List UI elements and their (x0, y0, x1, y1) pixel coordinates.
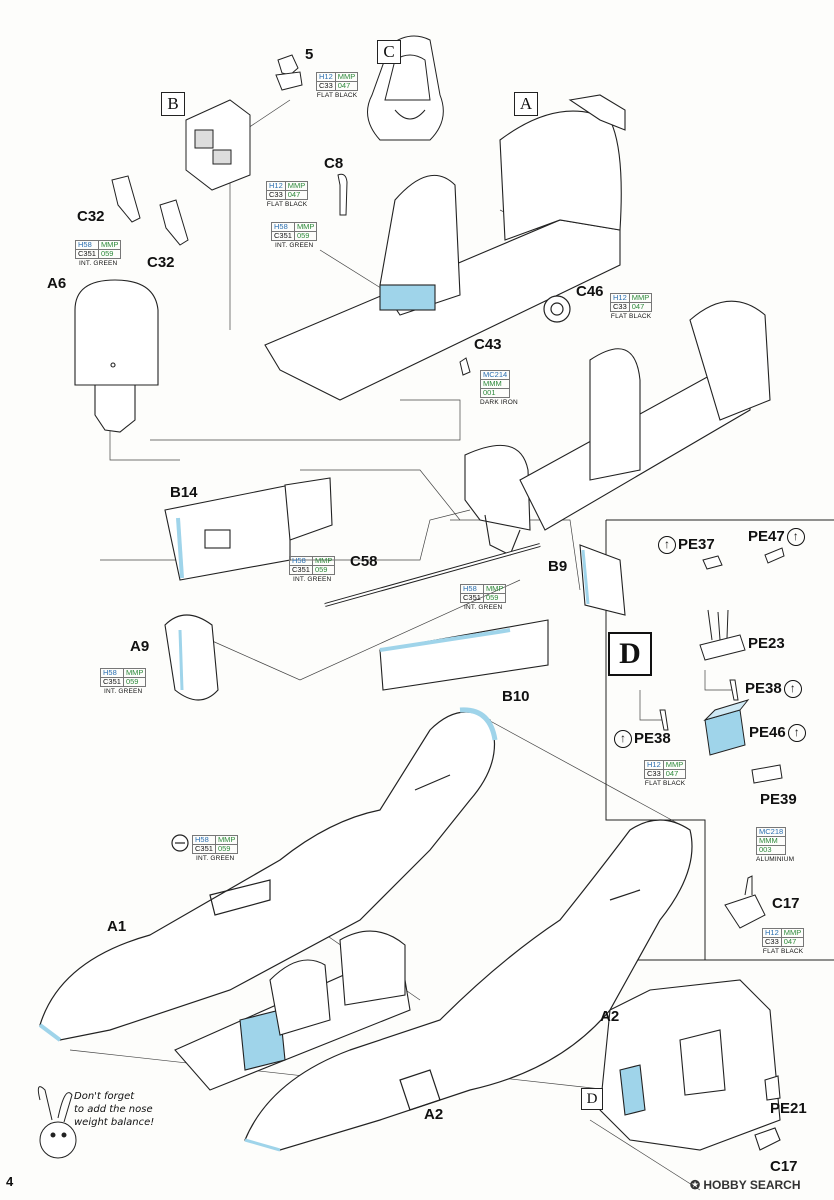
b9-shape (579, 544, 626, 616)
part-label-pe47: PE47↑ (748, 528, 807, 547)
paint-name: DARK IRON (480, 399, 518, 406)
paint-name: FLAT BLACK (266, 201, 308, 208)
section-box-c: C (377, 40, 401, 64)
c8-shape (337, 173, 348, 216)
c43-shape (459, 357, 471, 376)
part-label-b10: B10 (502, 688, 530, 705)
part-label-c17: C17 (772, 895, 800, 912)
paint-name: FLAT BLACK (316, 92, 358, 99)
part-label-pe39: PE39 (760, 791, 797, 808)
part-label-c43: C43 (474, 336, 502, 353)
paint-name: ALUMINIUM (756, 856, 795, 863)
cockpit-tub-lower (464, 300, 771, 556)
paint-name: INT. GREEN (274, 242, 314, 249)
part-label-pe38-left: ↑PE38 (614, 730, 671, 749)
part-label-b9: B9 (548, 558, 568, 575)
watermark-text: HOBBY SEARCH (703, 1178, 801, 1192)
paint-name: INT. GREEN (292, 576, 332, 583)
assembled-cockpit (174, 930, 411, 1091)
up-arrow-icon: ↑ (787, 724, 806, 743)
part-label-5: 5 (305, 46, 314, 63)
nose-weight-note: Don't forget to add the nose weight bala… (74, 1090, 154, 1129)
note-line-3: weight balance! (74, 1117, 155, 1128)
part-label-pe21: PE21 (770, 1100, 807, 1117)
a1-indicator-symbol (171, 834, 189, 852)
up-arrow-icon: ↑ (783, 680, 802, 699)
part-b-shape (185, 99, 251, 191)
paint-name: INT. GREEN (103, 688, 143, 695)
c46-shape (543, 295, 571, 323)
paint-callout-aluminium: MC218 MMM 003 ALUMINIUM (755, 827, 795, 863)
a6-shape (74, 279, 159, 433)
part-label-a2-inset: A2 (600, 1008, 620, 1025)
paint-name: FLAT BLACK (762, 948, 804, 955)
cockpit-tub-upper (264, 94, 626, 401)
up-arrow-icon: ↑ (614, 730, 632, 749)
part-label-c8: C8 (324, 155, 344, 172)
paint-name: INT. GREEN (463, 604, 503, 611)
inset-cockpit (599, 979, 781, 1151)
pe46-text: PE46 (749, 724, 786, 741)
up-arrow-icon: ↑ (786, 528, 805, 547)
part-label-pe46: PE46↑ (749, 724, 808, 743)
note-line-2: to add the nose (74, 1104, 153, 1115)
part-label-a9: A9 (130, 638, 150, 655)
b10-shape (379, 619, 549, 691)
part-label-pe23: PE23 (748, 635, 785, 652)
watermark: ✪ HOBBY SEARCH (690, 1178, 801, 1192)
part-label-a6: A6 (47, 275, 67, 292)
part-label-c17-inset: C17 (770, 1158, 798, 1175)
inset-box-d: D (581, 1088, 603, 1110)
section-box-b: B (161, 92, 185, 116)
paint-name: INT. GREEN (195, 855, 235, 862)
part-label-pe38-right: PE38↑ (745, 680, 804, 699)
section-box-d: D (608, 632, 652, 676)
a1-fuselage (38, 707, 498, 1042)
note-line-1: Don't forget (74, 1091, 135, 1102)
rabbit-mascot (37, 1086, 77, 1159)
d-section-parts (659, 547, 785, 784)
hobby-search-logo-icon: ✪ (690, 1178, 704, 1192)
part-label-a2: A2 (424, 1106, 444, 1123)
part-label-c58: C58 (350, 553, 378, 570)
part-label-c46: C46 (576, 283, 604, 300)
page-number: 4 (6, 1174, 14, 1189)
paint-name: FLAT BLACK (610, 313, 652, 320)
a2-fuselage (244, 819, 693, 1152)
paint-callout-dark-iron: MC214 MMM 001 DARK IRON (479, 370, 518, 406)
paint-name: FLAT BLACK (644, 780, 686, 787)
pe38-right-text: PE38 (745, 680, 782, 697)
pe47-text: PE47 (748, 528, 785, 545)
a9-shape (164, 614, 219, 701)
b14-shape (164, 477, 333, 581)
part-5-shape (275, 54, 303, 91)
part-label-c32-right: C32 (147, 254, 175, 271)
section-box-a: A (514, 92, 538, 116)
part-label-c32-left: C32 (77, 208, 105, 225)
c17-shape (724, 875, 766, 929)
part-label-a1: A1 (107, 918, 127, 935)
pe37-text: PE37 (678, 536, 715, 553)
part-label-pe37: ↑PE37 (658, 536, 715, 555)
up-arrow-icon: ↑ (658, 536, 676, 555)
c58-rod-highlight (324, 544, 541, 606)
paint-name: INT. GREEN (78, 260, 118, 267)
c32-pedals (111, 175, 189, 246)
pe38-left-text: PE38 (634, 730, 671, 747)
part-label-b14: B14 (170, 484, 198, 501)
